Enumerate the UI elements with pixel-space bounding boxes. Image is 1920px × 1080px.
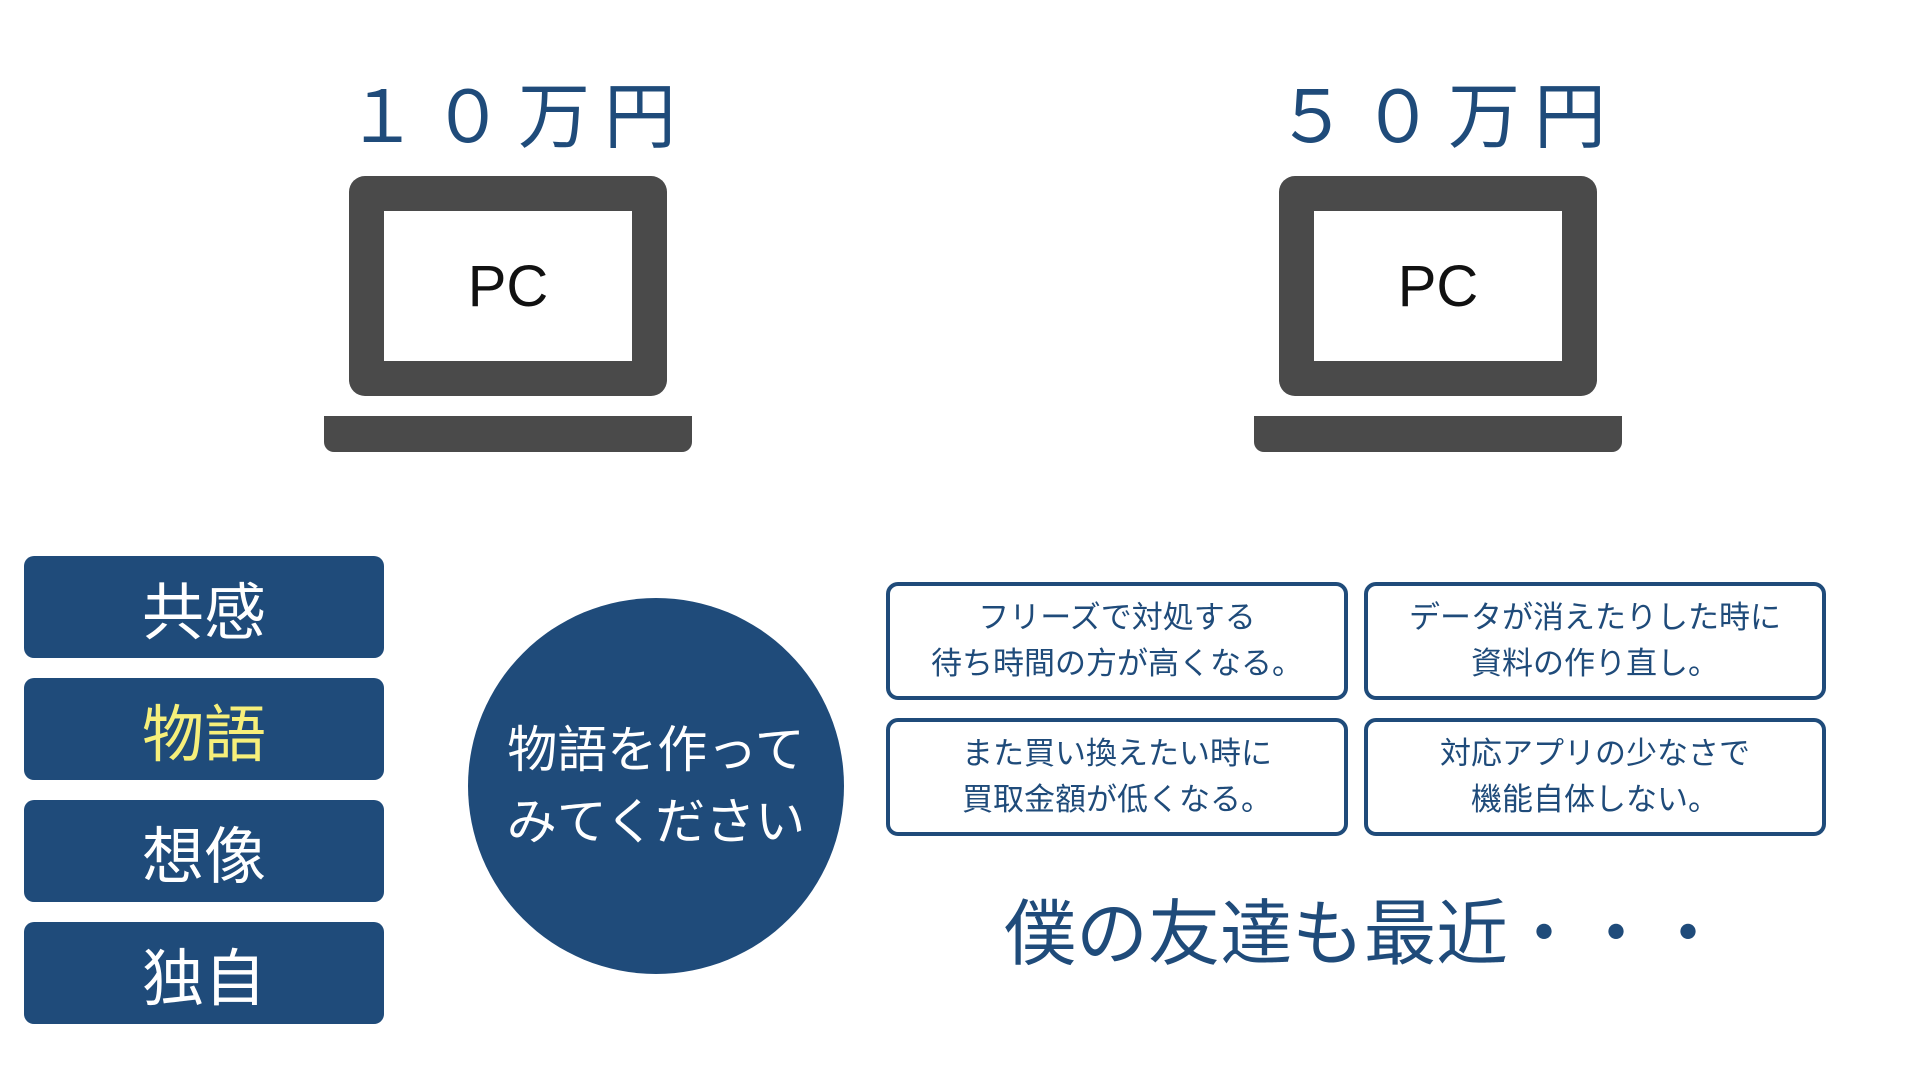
story-line-2: 買取金額が低くなる。 bbox=[962, 782, 1272, 818]
story-box-freeze: フリーズで対処する 待ち時間の方が高くなる。 bbox=[886, 582, 1348, 700]
keyword-tag-story: 物語 bbox=[24, 678, 384, 780]
story-line-2: 待ち時間の方が高くなる。 bbox=[931, 646, 1303, 682]
laptop-icon-right: PC bbox=[1254, 176, 1622, 456]
story-line-1: データが消えたりした時に bbox=[1409, 600, 1781, 636]
story-line-1: 対応アプリの少なさで bbox=[1440, 736, 1750, 772]
story-prompt-circle: 物語を作って みてください bbox=[468, 598, 844, 974]
keyword-tag-empathy: 共感 bbox=[24, 556, 384, 658]
laptop-lid: PC bbox=[1279, 176, 1597, 396]
circle-line-2: みてください bbox=[506, 793, 806, 851]
right-price: ５０万円 bbox=[1275, 75, 1620, 159]
laptop-icon-left: PC bbox=[324, 176, 692, 456]
laptop-base bbox=[1254, 416, 1622, 452]
story-line-2: 機能自体しない。 bbox=[1471, 782, 1719, 818]
laptop-lid: PC bbox=[349, 176, 667, 396]
story-box-data-loss: データが消えたりした時に 資料の作り直し。 bbox=[1364, 582, 1826, 700]
story-line-2: 資料の作り直し。 bbox=[1471, 646, 1719, 682]
story-line-1: また買い換えたい時に bbox=[962, 736, 1272, 772]
left-price: １０万円 bbox=[345, 75, 690, 159]
laptop-screen-label: PC bbox=[384, 211, 632, 361]
story-line-1: フリーズで対処する bbox=[978, 600, 1256, 636]
keyword-tag-imagination: 想像 bbox=[24, 800, 384, 902]
story-box-apps: 対応アプリの少なさで 機能自体しない。 bbox=[1364, 718, 1826, 836]
laptop-screen-label: PC bbox=[1314, 211, 1562, 361]
circle-line-1: 物語を作って bbox=[507, 721, 805, 779]
friend-story-caption: 僕の友達も最近・・・ bbox=[1004, 892, 1725, 976]
keyword-tag-originality: 独自 bbox=[24, 922, 384, 1024]
laptop-base bbox=[324, 416, 692, 452]
story-box-resale: また買い換えたい時に 買取金額が低くなる。 bbox=[886, 718, 1348, 836]
